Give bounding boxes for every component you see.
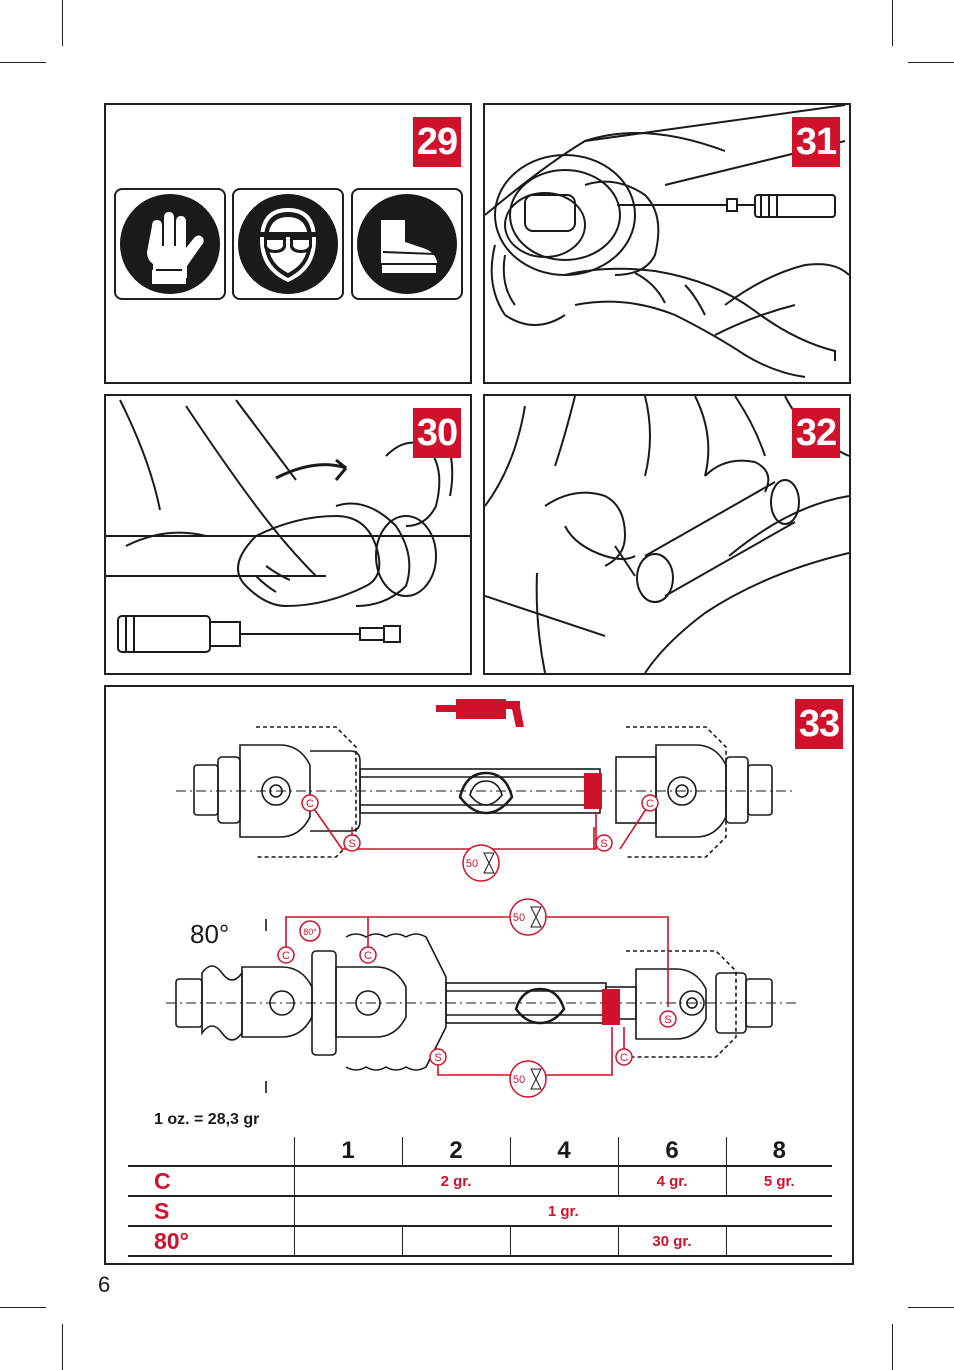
panel-30: 30 (104, 394, 472, 675)
figure-badge: 33 (795, 699, 843, 749)
ppe-goggles (232, 188, 344, 300)
crop-mark (62, 0, 63, 46)
crop-mark (908, 1307, 954, 1308)
interval-hours: 50 (513, 1074, 525, 1086)
gloves-icon (120, 194, 220, 294)
table-cell (401, 1226, 510, 1257)
table-cell: 5 gr. (725, 1166, 832, 1197)
lube-point-c: C (646, 798, 654, 810)
figure-badge: 31 (792, 117, 840, 167)
lube-point-c: C (282, 950, 290, 962)
driveshaft-lubrication-diagram: C C S S 50 (166, 699, 796, 1098)
crop-mark (892, 0, 893, 46)
lube-point-c: C (364, 950, 372, 962)
ppe-boots (351, 188, 463, 300)
column-header: 6 (617, 1137, 726, 1167)
interval-hours: 50 (513, 912, 525, 924)
page-number: 6 (98, 1272, 111, 1297)
table-corner (128, 1137, 294, 1167)
interval-hours: 50 (466, 858, 478, 870)
table-row: C 2 gr. 4 gr. 5 gr. (128, 1166, 832, 1197)
lube-point-80: 80° (303, 927, 317, 937)
panel-33: 33 (104, 685, 854, 1265)
crop-mark (0, 62, 46, 63)
safety-boot-icon (357, 194, 457, 294)
row-label: C (128, 1166, 294, 1197)
column-header: 4 (509, 1137, 618, 1167)
table-cell: 2 gr. (293, 1166, 618, 1197)
table-cell (509, 1226, 618, 1257)
table-cell: 4 gr. (617, 1166, 726, 1197)
column-header: 2 (401, 1137, 510, 1167)
crop-mark (0, 1307, 46, 1308)
goggles-icon (238, 194, 338, 294)
lube-point-s: S (348, 838, 355, 850)
crop-mark (908, 62, 954, 63)
lube-point-c: C (620, 1052, 628, 1064)
grease-quantity-table: 1 2 4 6 8 C 2 gr. 4 gr. 5 gr. S 1 gr. 80… (128, 1137, 832, 1257)
shield-rotation-illustration (106, 399, 470, 653)
lube-point-s: S (434, 1052, 441, 1064)
conversion-note: 1 oz. = 28,3 gr (154, 1111, 260, 1128)
lube-point-c: C (306, 798, 314, 810)
figure-badge: 32 (792, 408, 840, 458)
table-cell (293, 1226, 402, 1257)
table-row: S 1 gr. (128, 1196, 832, 1227)
panel-29: 29 (104, 103, 472, 384)
column-header: 1 (293, 1137, 402, 1167)
lube-point-s: S (600, 838, 607, 850)
figure-badge: 29 (413, 117, 461, 167)
panel-32: 32 (483, 394, 851, 675)
grease-gun-icon (436, 699, 524, 727)
crop-mark (892, 1324, 893, 1370)
table-row: 80° 30 gr. (128, 1226, 832, 1257)
lube-point-s: S (664, 1014, 671, 1026)
table-cell (725, 1226, 832, 1257)
ppe-gloves (114, 188, 226, 300)
crop-mark (62, 1324, 63, 1370)
tube-greasing-illustration (485, 396, 849, 673)
table-cell: 30 gr. (617, 1226, 726, 1257)
row-label: 80° (128, 1226, 294, 1257)
angle-label: 80° (190, 919, 230, 949)
column-header: 8 (725, 1137, 832, 1167)
table-cell: 1 gr. (293, 1196, 832, 1227)
panel-31: 31 (483, 103, 851, 384)
grease-nipple-illustration (485, 105, 849, 378)
row-label: S (128, 1196, 294, 1227)
figure-badge: 30 (413, 408, 461, 458)
